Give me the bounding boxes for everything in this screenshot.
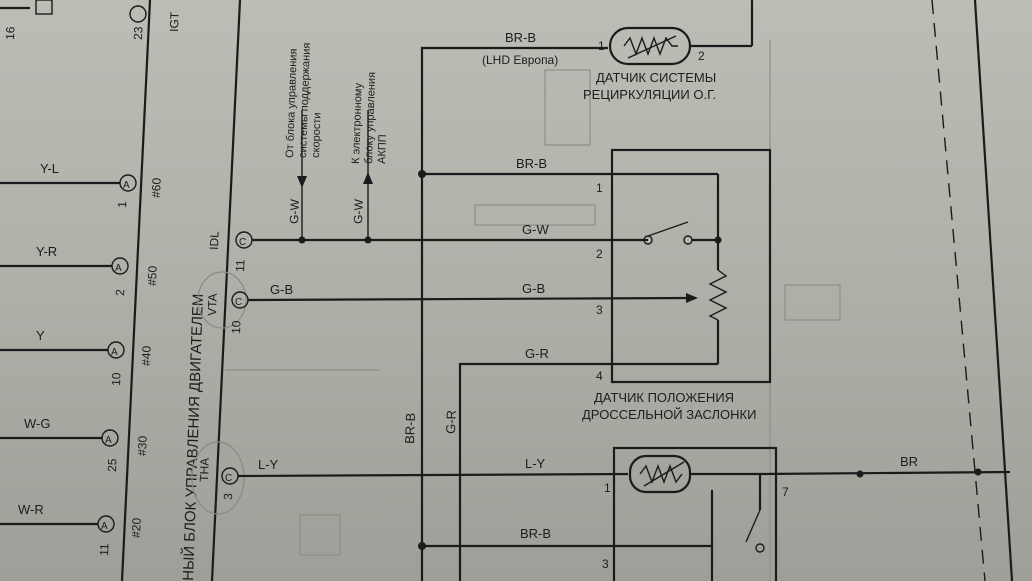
- tps-label-2: ДРОССЕЛЬНОЙ ЗАСЛОНКИ: [582, 407, 756, 422]
- wire-br-b: BR-B (LHD Европа) BR-B BR-B BR-B: [402, 30, 718, 581]
- tha-highlight-circle: [191, 441, 245, 515]
- svg-text:BR-B: BR-B: [402, 413, 418, 445]
- svg-text:C: C: [225, 473, 232, 484]
- top-pin-23: 23: [131, 26, 145, 40]
- svg-text:G-W: G-W: [522, 222, 549, 237]
- pin-tha-num: 3: [221, 493, 235, 500]
- top-pin-igt: IGT: [167, 11, 182, 32]
- top-pin-23-circle: [129, 5, 147, 23]
- svg-text:BR-B: BR-B: [516, 156, 547, 171]
- svg-text:BR-B: BR-B: [505, 30, 536, 45]
- svg-text:#20: #20: [129, 517, 144, 538]
- svg-text:BR: BR: [900, 454, 918, 469]
- svg-text:#30: #30: [135, 435, 150, 456]
- ecu-inner-border: [210, 0, 242, 581]
- top-connector-box: [35, 0, 53, 15]
- pin-idl-num: 11: [233, 259, 247, 272]
- wire-g-b: G-B G-B: [247, 281, 698, 303]
- note-cruise: От блока управления системы поддержания …: [284, 42, 324, 158]
- svg-text:3: 3: [602, 557, 609, 571]
- svg-text:10: 10: [109, 372, 123, 386]
- pin-vta-num: 10: [229, 320, 243, 334]
- svg-text:2: 2: [113, 289, 127, 296]
- svg-text:L-Y: L-Y: [525, 456, 546, 471]
- svg-text:3: 3: [596, 303, 603, 317]
- dashed-boundary: [931, 0, 986, 581]
- svg-text:От блока управления: От блока управления: [284, 48, 300, 158]
- lhd-note: (LHD Европа): [482, 53, 558, 67]
- svg-text:G-B: G-B: [270, 282, 293, 297]
- svg-text:#50: #50: [145, 265, 160, 286]
- egr-label-1: ДАТЧИК СИСТЕМЫ: [596, 70, 716, 85]
- ecu-outer-border: [120, 0, 152, 581]
- svg-text:W-R: W-R: [18, 502, 44, 517]
- wire-br: BR: [759, 454, 1011, 478]
- pin-idl-label: IDL: [207, 231, 222, 250]
- svg-text:4: 4: [596, 369, 603, 383]
- lower-sensor-housing: [612, 446, 778, 581]
- wire-g-w: G-W G-W G-W: [252, 110, 648, 244]
- svg-text:G-R: G-R: [525, 346, 549, 361]
- svg-text:1: 1: [596, 181, 603, 195]
- svg-text:7: 7: [782, 485, 789, 499]
- ecu-title: НЫЙ БЛОК УПРАВЛЕНИЯ ДВИГАТЕЛЕМ: [179, 293, 207, 581]
- note-ect: К электронному блоку управления АКПП: [350, 72, 389, 164]
- svg-text:АКПП: АКПП: [376, 134, 389, 164]
- left-wire-label: Y-L: [40, 161, 59, 176]
- lower-sensor: 1 3 7: [602, 446, 789, 581]
- svg-text:#40: #40: [139, 345, 154, 366]
- svg-text:Y-R: Y-R: [36, 244, 57, 259]
- ecu-right-pins: C IDL 11 C VTA 10 C THA 3: [191, 231, 253, 515]
- wire-l-y: L-Y L-Y: [237, 456, 629, 478]
- svg-text:C: C: [239, 237, 246, 248]
- throttle-position-sensor: 1 2 3 4 ДАТЧИК ПОЛОЖЕНИЯ ДРОССЕЛЬНОЙ ЗАС…: [582, 148, 772, 422]
- vta-highlight-circle: [197, 271, 247, 329]
- svg-text:G-W: G-W: [351, 198, 366, 224]
- egr-sensor: 1 2 ДАТЧИК СИСТЕМЫ РЕЦИРКУЛЯЦИИ О.Г.: [583, 0, 754, 102]
- top-pin-16: 16: [3, 26, 17, 40]
- svg-text:G-B: G-B: [522, 281, 545, 296]
- svg-text:C: C: [235, 297, 242, 308]
- svg-text:11: 11: [97, 543, 111, 556]
- wire-g-r: G-R G-R: [443, 346, 718, 581]
- svg-text:A: A: [111, 347, 118, 358]
- svg-text:блоку управления: блоку управления: [363, 72, 378, 164]
- right-border: [973, 0, 1014, 581]
- svg-text:1: 1: [598, 39, 605, 53]
- pin-vta-label: VTA: [205, 293, 220, 316]
- tps-housing: [610, 148, 772, 384]
- svg-text:W-G: W-G: [24, 416, 50, 431]
- svg-text:A: A: [115, 263, 122, 274]
- svg-text:A: A: [123, 180, 130, 191]
- svg-text:системы поддержания: системы поддержания: [297, 42, 313, 158]
- svg-text:2: 2: [698, 49, 705, 63]
- tps-resistor: [708, 269, 728, 321]
- svg-text:1: 1: [604, 481, 611, 495]
- svg-text:Y: Y: [36, 328, 45, 343]
- svg-text:L-Y: L-Y: [258, 457, 279, 472]
- svg-text:2: 2: [596, 247, 603, 261]
- svg-text:G-R: G-R: [443, 410, 459, 434]
- pin-tha-label: THA: [197, 458, 212, 482]
- svg-text:1: 1: [115, 201, 129, 208]
- svg-text:#60: #60: [149, 177, 164, 198]
- left-pin-group: Y-L A 1 #60 Y-R A 2 #50 Y A 10 #40 W-G A…: [0, 161, 164, 556]
- svg-text:A: A: [105, 435, 112, 446]
- egr-label-2: РЕЦИРКУЛЯЦИИ О.Г.: [583, 87, 716, 102]
- svg-text:К электронному: К электронному: [350, 82, 365, 164]
- svg-text:BR-B: BR-B: [520, 526, 551, 541]
- svg-text:скорости: скорости: [310, 112, 324, 158]
- svg-text:25: 25: [105, 458, 119, 472]
- svg-text:G-W: G-W: [287, 198, 302, 224]
- svg-text:A: A: [101, 521, 108, 532]
- tps-label-1: ДАТЧИК ПОЛОЖЕНИЯ: [594, 390, 734, 405]
